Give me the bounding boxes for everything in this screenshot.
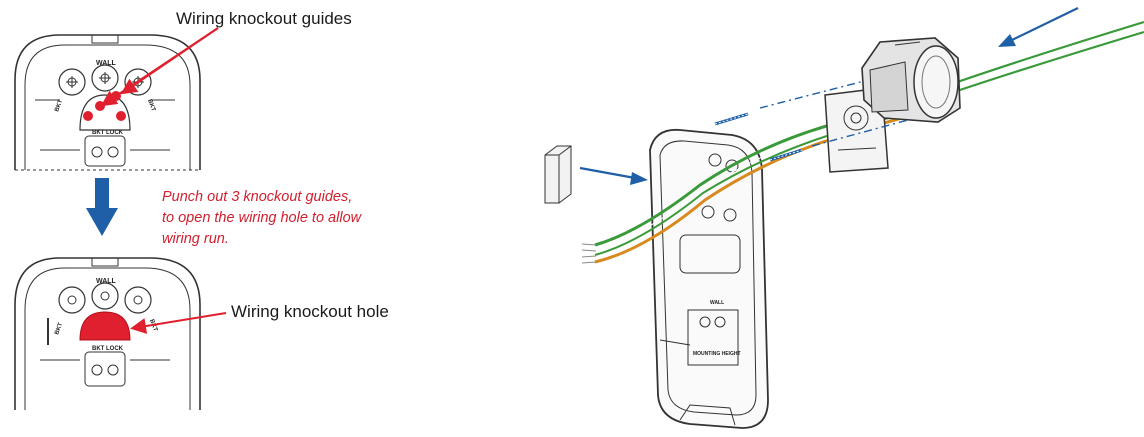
instruction-line: to open the wiring hole to allow xyxy=(162,210,362,226)
screws xyxy=(714,112,803,162)
blue-arrow-wires xyxy=(1011,7,1079,41)
bkt-lock-text: BKT LOCK xyxy=(92,130,124,136)
wall-text: WALL xyxy=(96,60,117,67)
bkt-lock-text: BKT LOCK xyxy=(92,346,124,352)
wall-text: WALL xyxy=(96,278,117,285)
down-arrow xyxy=(86,178,118,236)
doorbell-body: MOUNTING HEIGHT WALL xyxy=(649,128,769,429)
bkt-text-right: BKT xyxy=(146,99,156,113)
bkt-text-left: BKT xyxy=(54,322,64,336)
knockout-hole xyxy=(79,311,131,341)
junction-box xyxy=(861,37,961,123)
label-knockout-hole: Wiring knockout hole xyxy=(231,302,389,321)
instruction-line: Punch out 3 knockout guides, xyxy=(162,189,353,205)
instruction-line: wiring run. xyxy=(162,231,229,247)
instruction-note: Punch out 3 knockout guides, to open the… xyxy=(162,187,361,250)
knockout-guide-dot xyxy=(116,111,126,121)
label-knockout-guides: Wiring knockout guides xyxy=(176,9,352,28)
bkt-text-left: BKT xyxy=(54,99,64,113)
wall-text: WALL xyxy=(710,300,724,306)
spacer-block xyxy=(544,145,572,204)
blue-arrow-device xyxy=(579,166,636,180)
mounting-height-text: MOUNTING HEIGHT xyxy=(693,351,741,357)
knockout-guide-dot xyxy=(83,111,93,121)
bottom-doorbell-back: WALL BKT BKT BKT LOCK xyxy=(14,257,201,410)
callout-arrow-hole xyxy=(130,312,227,334)
